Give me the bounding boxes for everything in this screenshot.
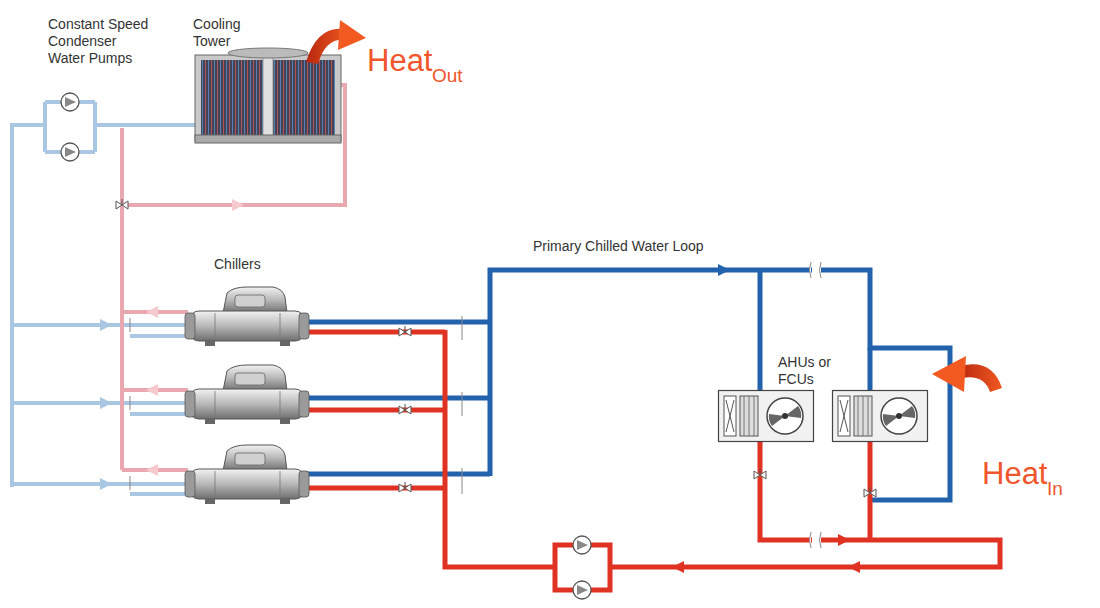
equipment-label: Cooling Tower [193,16,263,50]
condenser-pump [61,143,79,161]
heat-arrow [306,20,366,64]
loop-label: Primary Chilled Water Loop [533,238,704,255]
heat-label: Heat [982,455,1047,492]
control-valve [754,469,766,479]
heat-arrow [932,356,1002,392]
valve [399,326,411,336]
valve [399,482,411,492]
heat-subscript: Out [432,64,463,87]
cooling-tower [195,48,341,143]
equipment-label: Chillers [214,256,261,273]
equipment-label: AHUs or FCUs [778,354,840,388]
valve [399,404,411,414]
chilled-water-pump [573,536,591,554]
chilled-water-supply-pipe [305,270,950,500]
chilled-water-pump [573,581,591,599]
three-way-valve [864,487,876,497]
heat-label: Heat [367,42,432,79]
equipment-label: Constant Speed Condenser Water Pumps [48,16,150,67]
air-handling-unit [833,391,928,442]
pipe-break [130,262,821,548]
chiller [185,445,309,504]
chiller [185,287,309,346]
chiller [185,365,309,424]
condenser-supply-pipe [12,102,200,494]
heat-subscript: In [1047,477,1063,500]
condenser-pump [61,93,79,111]
air-handling-unit [719,391,814,442]
chilled-water-return-pipe [305,330,1000,590]
three-way-valve [116,199,128,209]
flow-arrow [100,199,860,573]
